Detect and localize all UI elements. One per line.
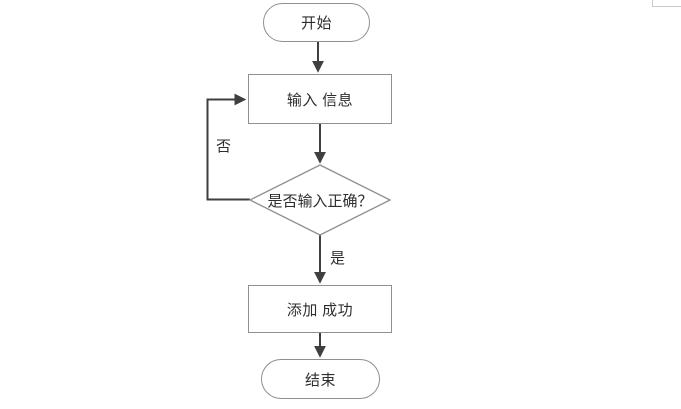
node-decision-label: 是否输入正确？ — [267, 193, 373, 210]
node-end-terminal: 结束 — [261, 359, 380, 399]
decision-diamond-shape — [248, 164, 392, 236]
node-input-label: 输入 信息 — [286, 92, 354, 109]
node-success-process: 添加 成功 — [248, 285, 392, 333]
node-decision-label-container: 是否输入正确？ — [250, 165, 390, 235]
node-start-terminal: 开始 — [263, 3, 370, 42]
edge-label-yes: 是 — [330, 251, 346, 267]
node-input-process: 输入 信息 — [248, 74, 392, 124]
node-start-label: 开始 — [300, 16, 332, 32]
arrow-no-loopback — [206, 93, 250, 201]
node-success-label: 添加 成功 — [286, 302, 354, 319]
edge-label-no: 否 — [216, 139, 232, 155]
page-corner-border — [652, 0, 681, 7]
node-end-label: 结束 — [304, 372, 336, 389]
